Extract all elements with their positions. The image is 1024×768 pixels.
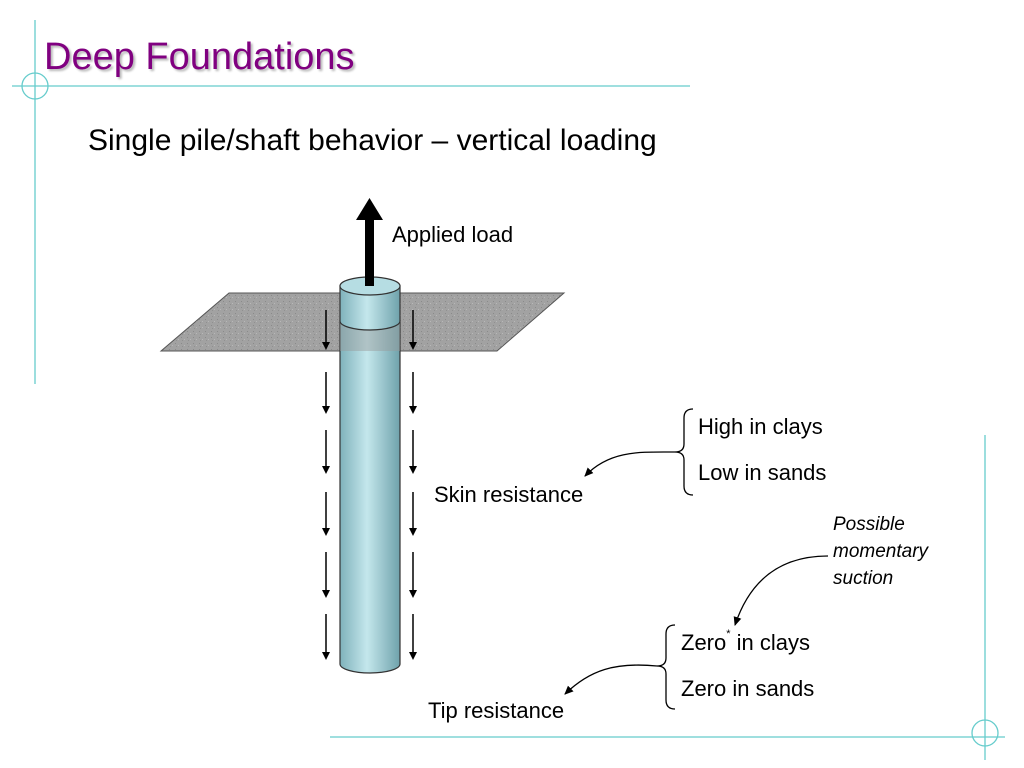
decor-top-circle bbox=[21, 72, 49, 100]
skin-clays-label: High in clays bbox=[698, 414, 823, 439]
skin-curve-arrow bbox=[584, 451, 676, 477]
skin-friction-arrow bbox=[322, 430, 330, 474]
tip-resistance-label: Tip resistance bbox=[428, 698, 565, 723]
suction-curve-arrow bbox=[733, 555, 829, 626]
skin-friction-arrow bbox=[409, 552, 417, 598]
applied-load-arrow bbox=[356, 198, 383, 286]
applied-load-label: Applied load bbox=[392, 222, 514, 247]
tip-curve-arrow bbox=[564, 664, 658, 695]
suction-note-line3: suction bbox=[833, 568, 894, 589]
skin-friction-arrow bbox=[409, 614, 417, 660]
suction-note-line2: momentary bbox=[833, 541, 929, 562]
skin-resistance-label: Skin resistance bbox=[434, 482, 584, 507]
ground-overlay bbox=[340, 321, 400, 351]
tip-clays-label: Zero* in clays bbox=[681, 628, 811, 656]
skin-friction-arrow bbox=[322, 492, 330, 536]
skin-friction-arrow bbox=[322, 552, 330, 598]
skin-brace bbox=[674, 408, 694, 496]
tip-clays-prefix: Zero bbox=[681, 630, 727, 655]
skin-friction-arrow bbox=[409, 492, 417, 536]
slide-subtitle: Single pile/shaft behavior – vertical lo… bbox=[88, 124, 657, 157]
skin-friction-arrow bbox=[409, 310, 417, 350]
skin-friction-arrow bbox=[322, 310, 330, 350]
pile-shaft bbox=[339, 320, 401, 674]
slide-title: Deep Foundations bbox=[44, 36, 355, 78]
skin-sands-label: Low in sands bbox=[698, 460, 827, 485]
tip-sands-label: Zero in sands bbox=[681, 676, 815, 701]
suction-note: Possible momentary suction bbox=[833, 511, 928, 592]
tip-clays-suffix: in clays bbox=[730, 630, 811, 655]
skin-friction-arrows bbox=[322, 310, 417, 660]
tip-clays-asterisk: * bbox=[726, 628, 731, 640]
skin-friction-arrow bbox=[409, 372, 417, 414]
skin-friction-arrow bbox=[322, 372, 330, 414]
skin-friction-arrow bbox=[322, 614, 330, 660]
tip-brace bbox=[656, 624, 676, 710]
decor-bottom-circle bbox=[971, 719, 999, 747]
skin-friction-arrow bbox=[409, 430, 417, 474]
decor-lines bbox=[12, 20, 1005, 760]
suction-note-line1: Possible bbox=[833, 514, 905, 535]
